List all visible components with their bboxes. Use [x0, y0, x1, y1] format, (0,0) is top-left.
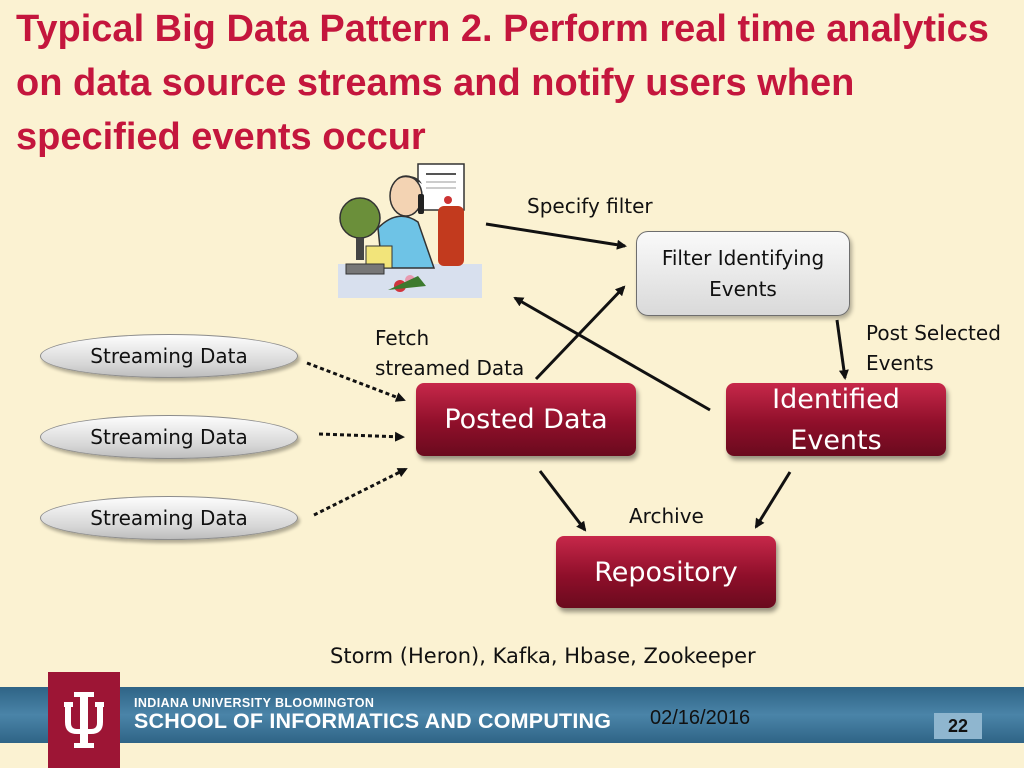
iu-trident-logo-icon [48, 672, 120, 768]
fetch-label: Fetch streamed Data [375, 323, 524, 383]
slide-title: Typical Big Data Pattern 2. Perform real… [16, 8, 989, 158]
arrow-stream2 [318, 431, 405, 442]
post-selected-line2: Events [866, 351, 934, 375]
identified-events-line2: Events [790, 424, 882, 456]
streaming-data-label: Streaming Data [90, 344, 248, 368]
footer-band [0, 687, 1024, 743]
arrow-stream3 [313, 467, 408, 517]
post-selected-label: Post Selected Events [866, 318, 1001, 378]
identified-events-box: Identified Events [726, 383, 946, 456]
filter-box-label: Filter Identifying Events [661, 245, 825, 301]
university-name: INDIANA UNIVERSITY BLOOMINGTON [134, 696, 375, 710]
arrow-specify-filter [485, 222, 627, 250]
technologies-caption: Storm (Heron), Kafka, Hbase, Zookeeper [330, 644, 756, 668]
arrow-identified-to-repo [754, 471, 792, 529]
user-at-desk-icon [338, 163, 482, 298]
streaming-data-node-3: Streaming Data [40, 496, 298, 540]
streaming-data-label: Streaming Data [90, 425, 248, 449]
arrow-stream1 [306, 361, 406, 402]
archive-label: Archive [629, 504, 704, 528]
repository-box: Repository [556, 536, 776, 608]
arrow-posted-to-repo [538, 470, 587, 532]
footer-bottom-strip [0, 743, 1024, 768]
post-selected-line1: Post Selected [866, 321, 1001, 345]
streaming-data-node-1: Streaming Data [40, 334, 298, 378]
posted-data-label: Posted Data [444, 404, 608, 435]
fetch-label-line2: streamed Data [375, 356, 525, 380]
filter-identifying-events-box: Filter Identifying Events [636, 231, 850, 316]
school-name: SCHOOL OF INFORMATICS AND COMPUTING [134, 709, 612, 733]
fetch-label-line1: Fetch [375, 326, 430, 350]
arrow-identified-to-user [513, 296, 711, 412]
posted-data-box: Posted Data [416, 383, 636, 456]
page-number: 22 [934, 713, 982, 739]
identified-events-line1: Identified [772, 383, 900, 415]
slide-date: 02/16/2016 [650, 707, 751, 729]
specify-filter-label: Specify filter [527, 194, 653, 218]
streaming-data-label: Streaming Data [90, 506, 248, 530]
arrow-filter-to-posted [534, 285, 626, 381]
arrow-post-selected [835, 319, 849, 380]
streaming-data-node-2: Streaming Data [40, 415, 298, 459]
repository-label: Repository [594, 556, 738, 588]
